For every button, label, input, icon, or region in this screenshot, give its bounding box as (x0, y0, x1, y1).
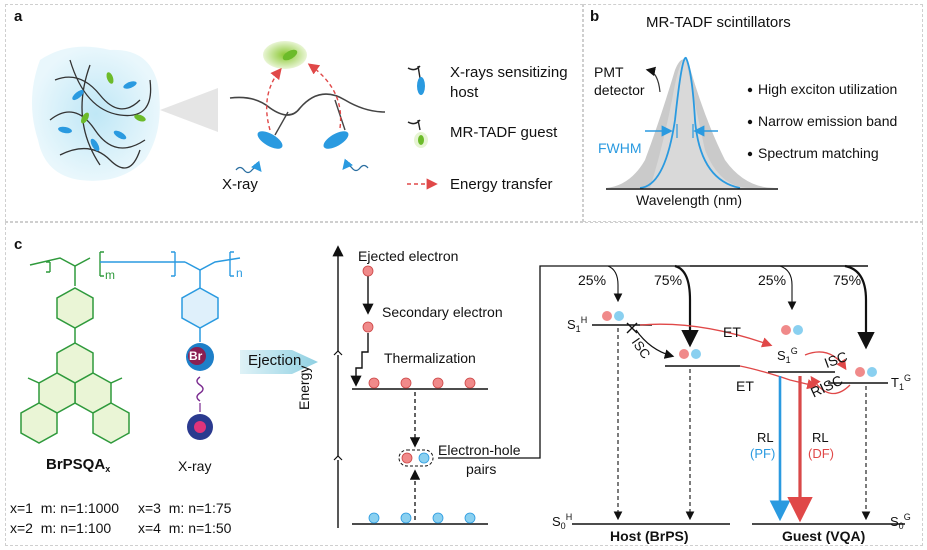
legend-host-line2: host (450, 84, 479, 101)
level-s1h-main: S (567, 317, 576, 332)
br-label: Br (189, 349, 203, 363)
step-thermal: Thermalization (384, 350, 476, 366)
bullet-1: High exciton utilization (758, 81, 898, 97)
percent-host-s: 25% (578, 272, 607, 288)
legend-host-line1: X-rays sensitizing (450, 64, 568, 81)
panel-c-label: c (14, 236, 23, 253)
panel-b-label: b (590, 8, 600, 25)
level-s1h-sub: 1 (575, 324, 581, 334)
percent-host-t: 75% (654, 272, 683, 288)
panel-b-title: MR-TADF scintillators (646, 14, 791, 31)
polymer-structure (20, 251, 241, 444)
bullet-3: Spectrum matching (758, 145, 879, 161)
level-t1g-sub: 1 (898, 382, 904, 392)
ratio-1-value: m: n=1:1000 (40, 500, 119, 516)
process-df: (DF) (808, 446, 834, 461)
particle-marks (362, 265, 877, 524)
ratio-4-x: x=4 (138, 520, 161, 536)
level-s0h-sup: H (565, 512, 573, 522)
fwhm-label: FWHM (598, 140, 642, 156)
level-t1g: T1G (891, 373, 911, 392)
ratio-1: x=1 m: n=1:1000 (10, 500, 119, 516)
film-blob (31, 46, 160, 181)
zoom-chain (229, 41, 386, 174)
panel-b-frame (583, 4, 923, 222)
step-secondary: Secondary electron (382, 304, 503, 320)
step-pairs-line1: Electron-hole (438, 442, 521, 458)
step-pairs-line2: pairs (466, 461, 497, 477)
level-s0h: S0H (552, 512, 572, 531)
guest-label: Guest (VQA) (782, 528, 866, 544)
level-s1h-sup: H (580, 315, 588, 325)
legend-transfer: Energy transfer (450, 176, 553, 193)
host-label: Host (BrPS) (610, 528, 689, 544)
ratio-3: x=3 m: n=1:75 (138, 500, 231, 516)
pmt-line2: detector (594, 82, 645, 98)
level-t1g-sup: G (903, 373, 911, 383)
step-ejected: Ejected electron (358, 248, 459, 264)
process-et-bottom: ET (736, 378, 754, 394)
subscript-n: n (236, 266, 243, 280)
zoom-cone (160, 88, 218, 132)
panel-a-label: a (14, 8, 23, 25)
level-s0g: S0G (890, 512, 911, 531)
ejection-arrow (240, 350, 318, 374)
subscript-m: m (105, 268, 115, 282)
xray-label-a: X-ray (222, 176, 258, 193)
legend-guest: MR-TADF guest (450, 124, 558, 141)
energy-diagram (332, 245, 905, 528)
process-et-top: ET (723, 324, 741, 340)
level-s1g-main: S (777, 348, 786, 363)
level-s0g-sub: 0 (898, 521, 904, 531)
ratio-1-x: x=1 (10, 500, 33, 516)
level-s1g-sub: 1 (785, 355, 791, 365)
level-s0h-sub: 0 (560, 521, 566, 531)
panel-a-frame (5, 4, 583, 222)
ratio-4-value: m: n=1:50 (168, 520, 232, 536)
level-s0g-sup: G (903, 512, 911, 522)
panel-b-xlabel: Wavelength (nm) (636, 192, 743, 208)
ratio-2-x: x=2 (10, 520, 33, 536)
bullet-2: Narrow emission band (758, 113, 898, 129)
pmt-line1: PMT (594, 64, 624, 80)
polymer-name: BrPSQAx (46, 456, 110, 474)
ratio-2: x=2 m: n=1:100 (10, 520, 111, 536)
process-pf: (PF) (750, 446, 776, 461)
level-s1g: S1G (777, 346, 798, 365)
level-s0h-main: S (552, 514, 561, 529)
process-rl2: RL (812, 430, 829, 445)
polymer-name-sub: x (105, 464, 111, 474)
ratio-2-value: m: n=1:100 (40, 520, 112, 536)
ratio-4: x=4 m: n=1:50 (138, 520, 231, 536)
spectrum-plot (606, 57, 778, 190)
polymer-name-text: BrPSQA (46, 456, 106, 473)
percent-guest-s: 25% (758, 272, 787, 288)
level-t1g-main: T (891, 375, 899, 390)
ratio-3-x: x=3 (138, 500, 161, 516)
panel-c-frame (5, 222, 923, 546)
level-s1h: S1H (567, 315, 587, 334)
ratio-3-value: m: n=1:75 (168, 500, 232, 516)
xray-label-c: X-ray (178, 458, 212, 474)
energy-axis-label: Energy (296, 365, 312, 410)
level-s1g-sup: G (790, 346, 798, 356)
level-s0g-main: S (890, 514, 899, 529)
process-rl1: RL (757, 430, 774, 445)
legend-icons (407, 65, 438, 190)
percent-guest-t: 75% (833, 272, 862, 288)
ejection-label: Ejection (248, 352, 302, 369)
